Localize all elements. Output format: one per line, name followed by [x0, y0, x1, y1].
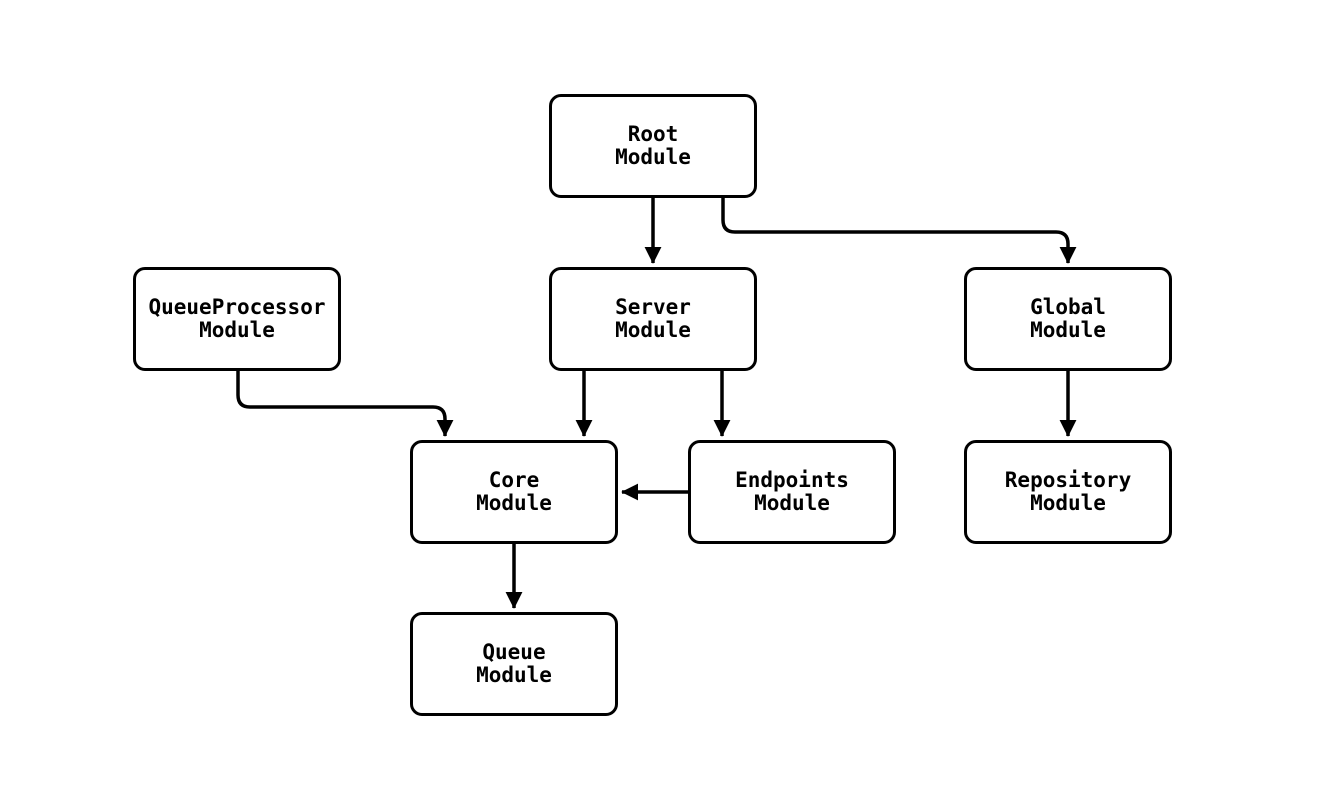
node-core-module-label: Core Module: [476, 468, 552, 515]
node-core-module: Core Module: [410, 440, 618, 544]
node-queueprocessor-module: QueueProcessor Module: [133, 267, 341, 371]
node-endpoints-module-label: Endpoints Module: [735, 468, 849, 515]
node-repository-module: Repository Module: [964, 440, 1172, 544]
node-queue-module-label: Queue Module: [476, 640, 552, 687]
node-global-module-label: Global Module: [1030, 295, 1106, 342]
node-repository-module-label: Repository Module: [1004, 468, 1132, 515]
edge-root-to-global: [721, 198, 1077, 264]
node-server-module-label: Server Module: [615, 295, 691, 342]
node-root-module-label: Root Module: [615, 122, 691, 169]
node-endpoints-module: Endpoints Module: [688, 440, 896, 544]
node-server-module: Server Module: [549, 267, 757, 371]
node-root-module: Root Module: [549, 94, 757, 198]
edge-queueprocessor-to-core: [236, 371, 454, 437]
node-queueprocessor-module-label: QueueProcessor Module: [148, 295, 326, 342]
node-queue-module: Queue Module: [410, 612, 618, 716]
node-global-module: Global Module: [964, 267, 1172, 371]
